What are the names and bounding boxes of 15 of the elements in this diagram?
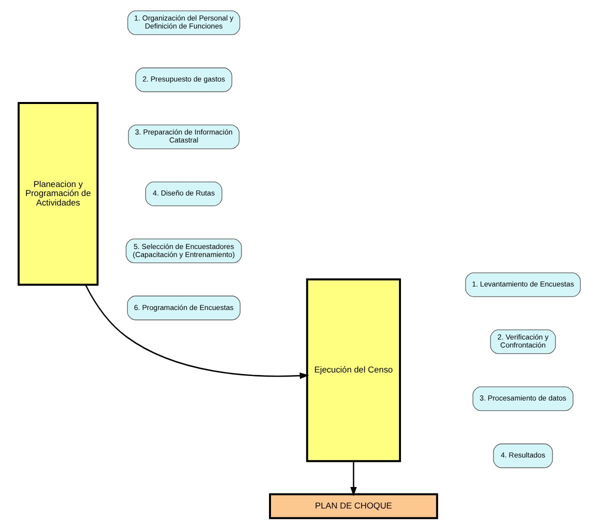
node-box: 4. Diseño de Rutas xyxy=(144,182,222,206)
node-box: 1. Levantamiento de Encuestas xyxy=(464,272,580,297)
node-box: PLAN DE CHOQUE xyxy=(268,493,438,520)
node-box: 1. Organización del Personal y Definición de Funciones xyxy=(126,10,240,36)
node-box: Ejecución del Censo xyxy=(306,278,400,462)
arrow xyxy=(84,284,309,379)
node-box: 6. Programación de Encuestas xyxy=(126,296,240,320)
node-box: 5. Selección de Encuestadores (Capacitación y Entrenamiento) xyxy=(125,238,242,264)
node-box: 4. Resultados xyxy=(492,444,552,468)
node-box: 3. Preparación de Información Catastral xyxy=(128,124,239,150)
node-box: 2. Presupuesto de gastos xyxy=(134,68,232,92)
node-box: Planeacion y Programación de Actividades xyxy=(17,102,98,286)
arrow xyxy=(350,461,356,496)
node-box: 3. Procesamiento de datos xyxy=(472,386,573,412)
node-box: 2. Verificación y Confrontación xyxy=(490,329,556,354)
